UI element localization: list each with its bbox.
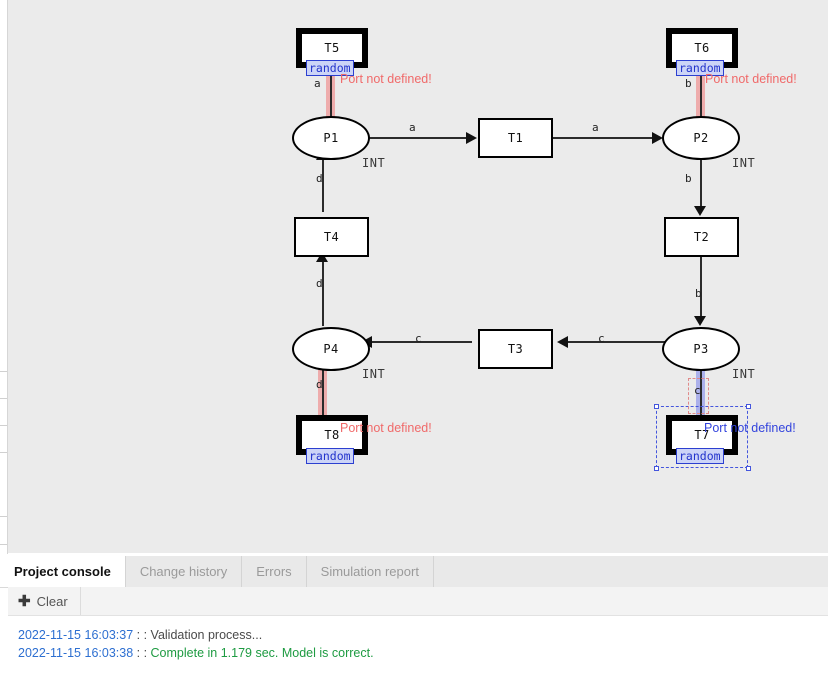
selection-handle[interactable] <box>653 465 659 471</box>
tab-change-history[interactable]: Change history <box>125 556 243 587</box>
arrowhead <box>466 132 477 144</box>
clear-button-label: Clear <box>36 593 68 609</box>
random-distribution-chip[interactable]: random <box>676 448 724 464</box>
log-separator: : : <box>133 646 151 660</box>
arc-line <box>362 137 470 139</box>
arc-line <box>370 341 472 343</box>
arrowhead <box>694 316 706 326</box>
arc-line <box>322 260 324 326</box>
port-error-message: Port not defined! <box>704 421 796 435</box>
log-timestamp: 2022-11-15 16:03:37 <box>18 628 134 642</box>
arc-label: b <box>685 172 692 185</box>
arc-line <box>700 249 702 319</box>
transition-label: T7 <box>670 419 734 451</box>
arc-label: c <box>415 332 422 345</box>
random-distribution-chip[interactable]: random <box>306 60 354 76</box>
tab-simulation-report[interactable]: Simulation report <box>306 556 434 587</box>
console-toolbar: ✚ Clear <box>8 587 828 616</box>
transition-t3[interactable]: T3 <box>478 329 553 369</box>
arc-label: c <box>598 332 605 345</box>
random-distribution-chip[interactable]: random <box>676 60 724 76</box>
selection-handle[interactable] <box>745 403 751 409</box>
arrowhead <box>652 132 663 144</box>
place-type-label: INT <box>362 367 386 381</box>
tab-errors[interactable]: Errors <box>242 556 307 587</box>
transition-label: T5 <box>300 32 364 64</box>
arrowhead <box>694 206 706 216</box>
transition-t4[interactable]: T4 <box>294 217 369 257</box>
console-log-line: 2022-11-15 16:03:37 : : Validation proce… <box>18 626 828 644</box>
arc-label: d <box>316 172 323 185</box>
place-p4[interactable]: P4 <box>292 327 370 371</box>
transition-t5[interactable]: T5 <box>296 28 368 68</box>
arc-label: b <box>695 287 702 300</box>
place-type-label: INT <box>732 367 756 381</box>
port-error-message: Port not defined! <box>340 421 432 435</box>
selection-handle[interactable] <box>745 465 751 471</box>
arrowhead <box>316 252 328 262</box>
arc-line <box>322 357 324 415</box>
arrowhead <box>557 336 568 348</box>
arc-label: b <box>685 77 692 90</box>
place-type-label: INT <box>362 156 386 170</box>
arc-label: a <box>592 121 599 134</box>
transition-t1[interactable]: T1 <box>478 118 553 158</box>
arc-line <box>545 137 657 139</box>
arc-line <box>700 357 702 415</box>
random-distribution-chip[interactable]: random <box>306 448 354 464</box>
selection-handle[interactable] <box>653 403 659 409</box>
arc-line <box>322 158 324 212</box>
arc-label-flagged: c <box>688 378 709 414</box>
arc-label: a <box>409 121 416 134</box>
arc-label: d <box>316 378 323 391</box>
log-timestamp: 2022-11-15 16:03:38 <box>18 646 134 660</box>
clear-button[interactable]: ✚ Clear <box>8 587 81 615</box>
transition-label: T8 <box>300 419 364 451</box>
console-log: 2022-11-15 16:03:37 : : Validation proce… <box>8 616 828 677</box>
place-p2[interactable]: P2 <box>662 116 740 160</box>
transition-t2[interactable]: T2 <box>664 217 739 257</box>
log-message: Validation process... <box>150 628 263 642</box>
log-message: Complete in 1.179 sec. Model is correct. <box>150 646 374 660</box>
left-rail <box>0 0 8 554</box>
tab-project-console[interactable]: Project console <box>0 556 126 587</box>
arc-line <box>568 341 666 343</box>
place-p3[interactable]: P3 <box>662 327 740 371</box>
console-log-line: 2022-11-15 16:03:38 : : Complete in 1.17… <box>18 644 828 662</box>
arc-label: a <box>314 77 321 90</box>
tab-bar-filler <box>433 556 828 587</box>
transition-label: T6 <box>670 32 734 64</box>
log-separator: : : <box>133 628 151 642</box>
arc-line <box>700 153 702 209</box>
plus-icon: ✚ <box>18 592 31 610</box>
place-type-label: INT <box>732 156 756 170</box>
port-error-message: Port not defined! <box>705 72 797 86</box>
selection-box[interactable] <box>656 406 748 468</box>
arc-line <box>700 66 702 124</box>
port-error-message: Port not defined! <box>340 72 432 86</box>
arc-line <box>330 66 332 124</box>
place-p1[interactable]: P1 <box>292 116 370 160</box>
arc-label: d <box>316 277 323 290</box>
